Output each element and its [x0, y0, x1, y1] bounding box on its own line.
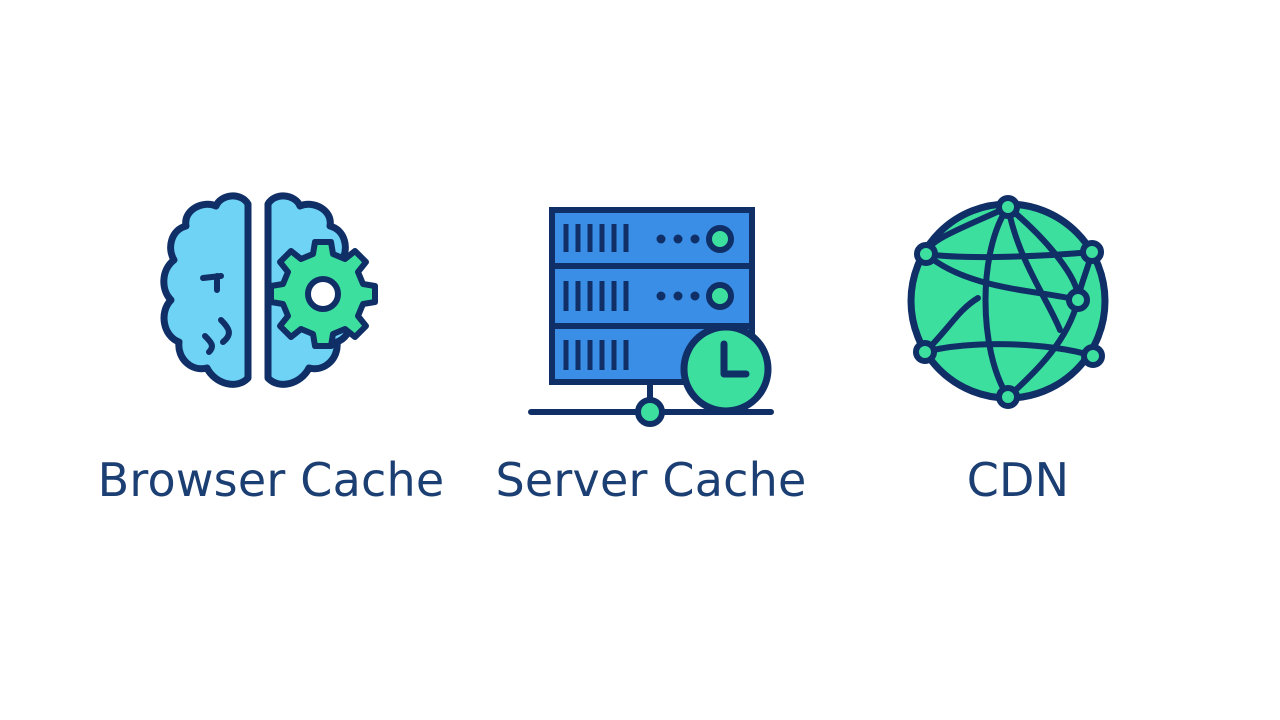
browser-cache-item: Browser Cache	[71, 0, 471, 720]
brain-gear-icon	[71, 180, 471, 440]
server-clock-icon	[451, 180, 851, 440]
browser-cache-label: Browser Cache	[97, 453, 445, 507]
server-cache-item: Server Cache	[451, 0, 851, 720]
globe-network-icon	[818, 180, 1218, 440]
cdn-item: CDN	[818, 0, 1218, 720]
server-cache-label: Server Cache	[495, 453, 807, 507]
cdn-label: CDN	[966, 453, 1070, 507]
